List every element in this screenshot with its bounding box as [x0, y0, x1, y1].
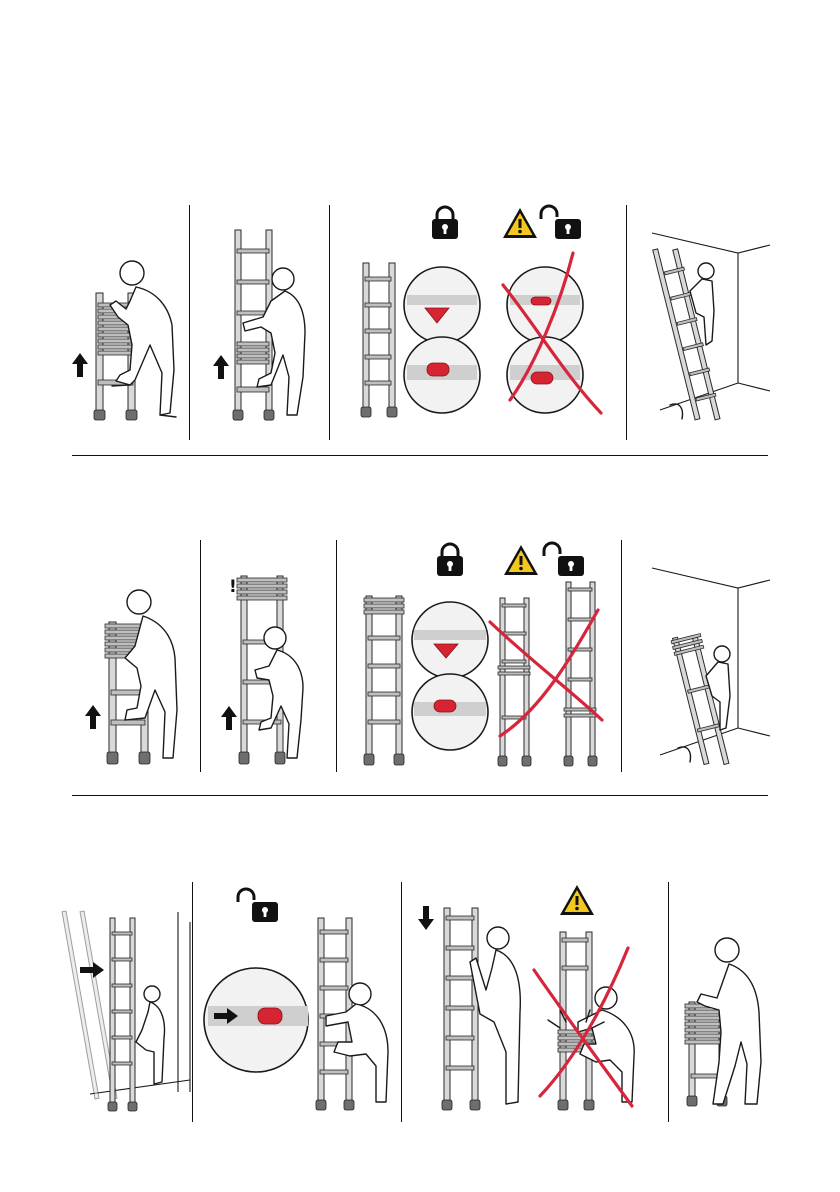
step-2-extend-top: ! [215, 540, 335, 775]
arrow-down-icon [418, 906, 434, 930]
step-3-retract-safely [410, 882, 665, 1122]
step-2-extend-bottom [205, 205, 325, 440]
step-1-lift-collapsed [70, 205, 190, 440]
step-4-climb [640, 205, 780, 440]
arrow-up-icon [213, 355, 229, 379]
lock-closed-icon [437, 544, 463, 576]
warning-triangle-icon [504, 545, 538, 575]
arrow-up-icon [72, 353, 88, 377]
arrow-up-icon [85, 705, 101, 729]
exclamation-icon: ! [229, 577, 237, 597]
arrow-up-icon [221, 706, 237, 730]
lock-closed-icon [432, 207, 458, 239]
section-extend-closed [0, 205, 840, 440]
step-1-remove-from-wall [70, 882, 195, 1122]
step-4-climb-open [640, 540, 780, 775]
lock-open-icon [238, 889, 278, 922]
lock-open-icon [544, 543, 584, 576]
step-1-lift-open [75, 540, 195, 775]
section-retract [0, 882, 840, 1122]
step-2-unlock [200, 882, 400, 1122]
step-4-collapsed [675, 882, 795, 1122]
lock-open-icon [541, 206, 581, 239]
warning-triangle-icon [503, 208, 537, 238]
step-3-lock-check [345, 205, 615, 440]
warning-triangle-icon [560, 885, 594, 915]
step-3-lock-check-open [350, 540, 620, 775]
section-extend-open: ! [0, 540, 840, 775]
